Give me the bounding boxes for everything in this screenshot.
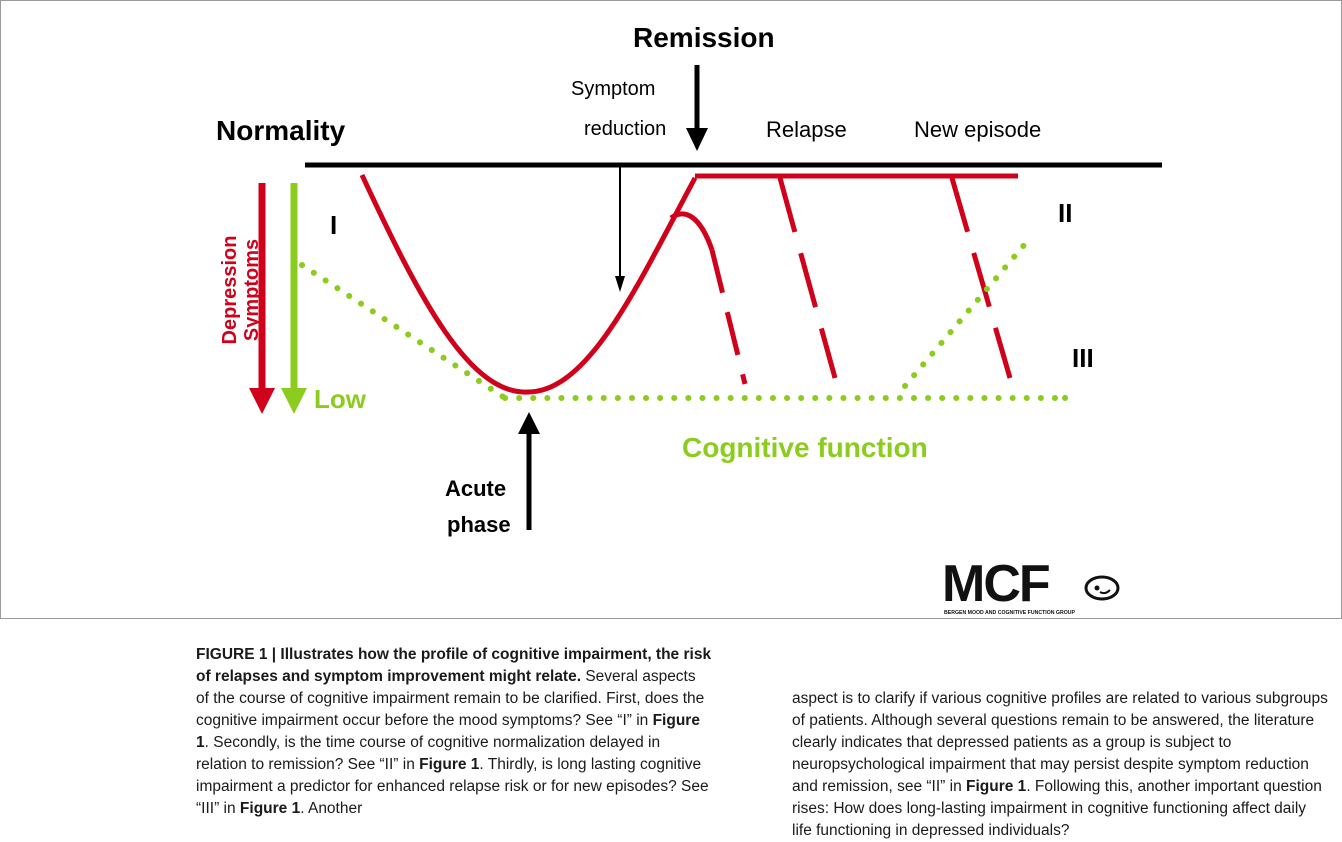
figure-frame <box>0 0 1342 619</box>
symptom-reduction-arrowhead <box>615 276 625 292</box>
normality-label: Normality <box>216 115 346 146</box>
cognitive-function-label: Cognitive function <box>682 432 928 463</box>
cognition-decline-dotted <box>299 262 508 401</box>
acute-phase-arrowhead <box>518 412 540 434</box>
marker-I: I <box>330 210 338 240</box>
cognition-axis-arrowhead <box>281 388 307 414</box>
figure-reference: Figure 1 <box>966 778 1027 795</box>
caption-text: aspect is to clarify if various cognitiv… <box>792 690 1328 795</box>
figure-diagram <box>249 65 1162 530</box>
figure-caption-title: FIGURE 1 | Illustrates how the profile o… <box>196 646 712 685</box>
mcf-logo-head-icon <box>1084 575 1120 601</box>
figure-reference: Figure 1 <box>419 756 480 773</box>
caption-text: Several aspects of the course of cogniti… <box>196 668 705 729</box>
cognition-recovery-dotted <box>902 235 1033 389</box>
low-label: Low <box>314 384 366 414</box>
symptom-reduction-label-line1: Symptom <box>571 78 656 100</box>
new-episode-label: New episode <box>914 117 1042 142</box>
new-episode-dashed-line <box>949 177 1013 379</box>
relapse-dashed-line-1 <box>709 249 748 385</box>
depression-symptoms-label: Depression Symptoms <box>219 236 263 345</box>
mcf-logo-subtitle: BERGEN MOOD AND COGNITIVE FUNCTION GROUP <box>944 610 1075 616</box>
depression-symptoms-line1: Depression <box>219 235 241 345</box>
relapse-label: Relapse <box>766 117 847 142</box>
acute-phase-label-line2: phase <box>447 512 511 537</box>
relapse-dashed-line-2 <box>777 177 838 379</box>
marker-III: III <box>1072 343 1094 373</box>
symptom-reduction-label-line2: reduction <box>584 118 667 140</box>
remission-arrowhead <box>686 128 708 151</box>
depression-symptoms-line2: Symptoms <box>241 238 263 342</box>
caption-text: . Another <box>300 800 363 817</box>
depression-peak-hook <box>669 211 715 251</box>
depression-axis-arrowhead <box>249 388 275 414</box>
cognition-III-tip <box>1062 387 1075 401</box>
depression-curve <box>359 173 698 395</box>
marker-II: II <box>1058 198 1073 228</box>
figure-reference: Figure 1 <box>239 800 301 817</box>
mcf-logo: MCF BERGEN MOOD AND COGNITIVE FUNCTION G… <box>942 555 1132 622</box>
remission-label: Remission <box>633 22 775 53</box>
caption-text: . Thirdly, is long lasting cognitive imp… <box>196 756 709 817</box>
caption-left-column: FIGURE 1 | Illustrates how the profile o… <box>196 644 712 820</box>
caption-right-column: aspect is to clarify if various cognitiv… <box>792 688 1328 842</box>
caption-text: . Secondly, is the time course of cognit… <box>196 734 661 773</box>
figure-reference: Figure 1 <box>196 712 700 751</box>
acute-phase-label-line1: Acute <box>445 476 507 501</box>
caption-text: . Following this, another important ques… <box>792 778 1322 839</box>
mcf-logo-text: MCF <box>942 557 1049 613</box>
